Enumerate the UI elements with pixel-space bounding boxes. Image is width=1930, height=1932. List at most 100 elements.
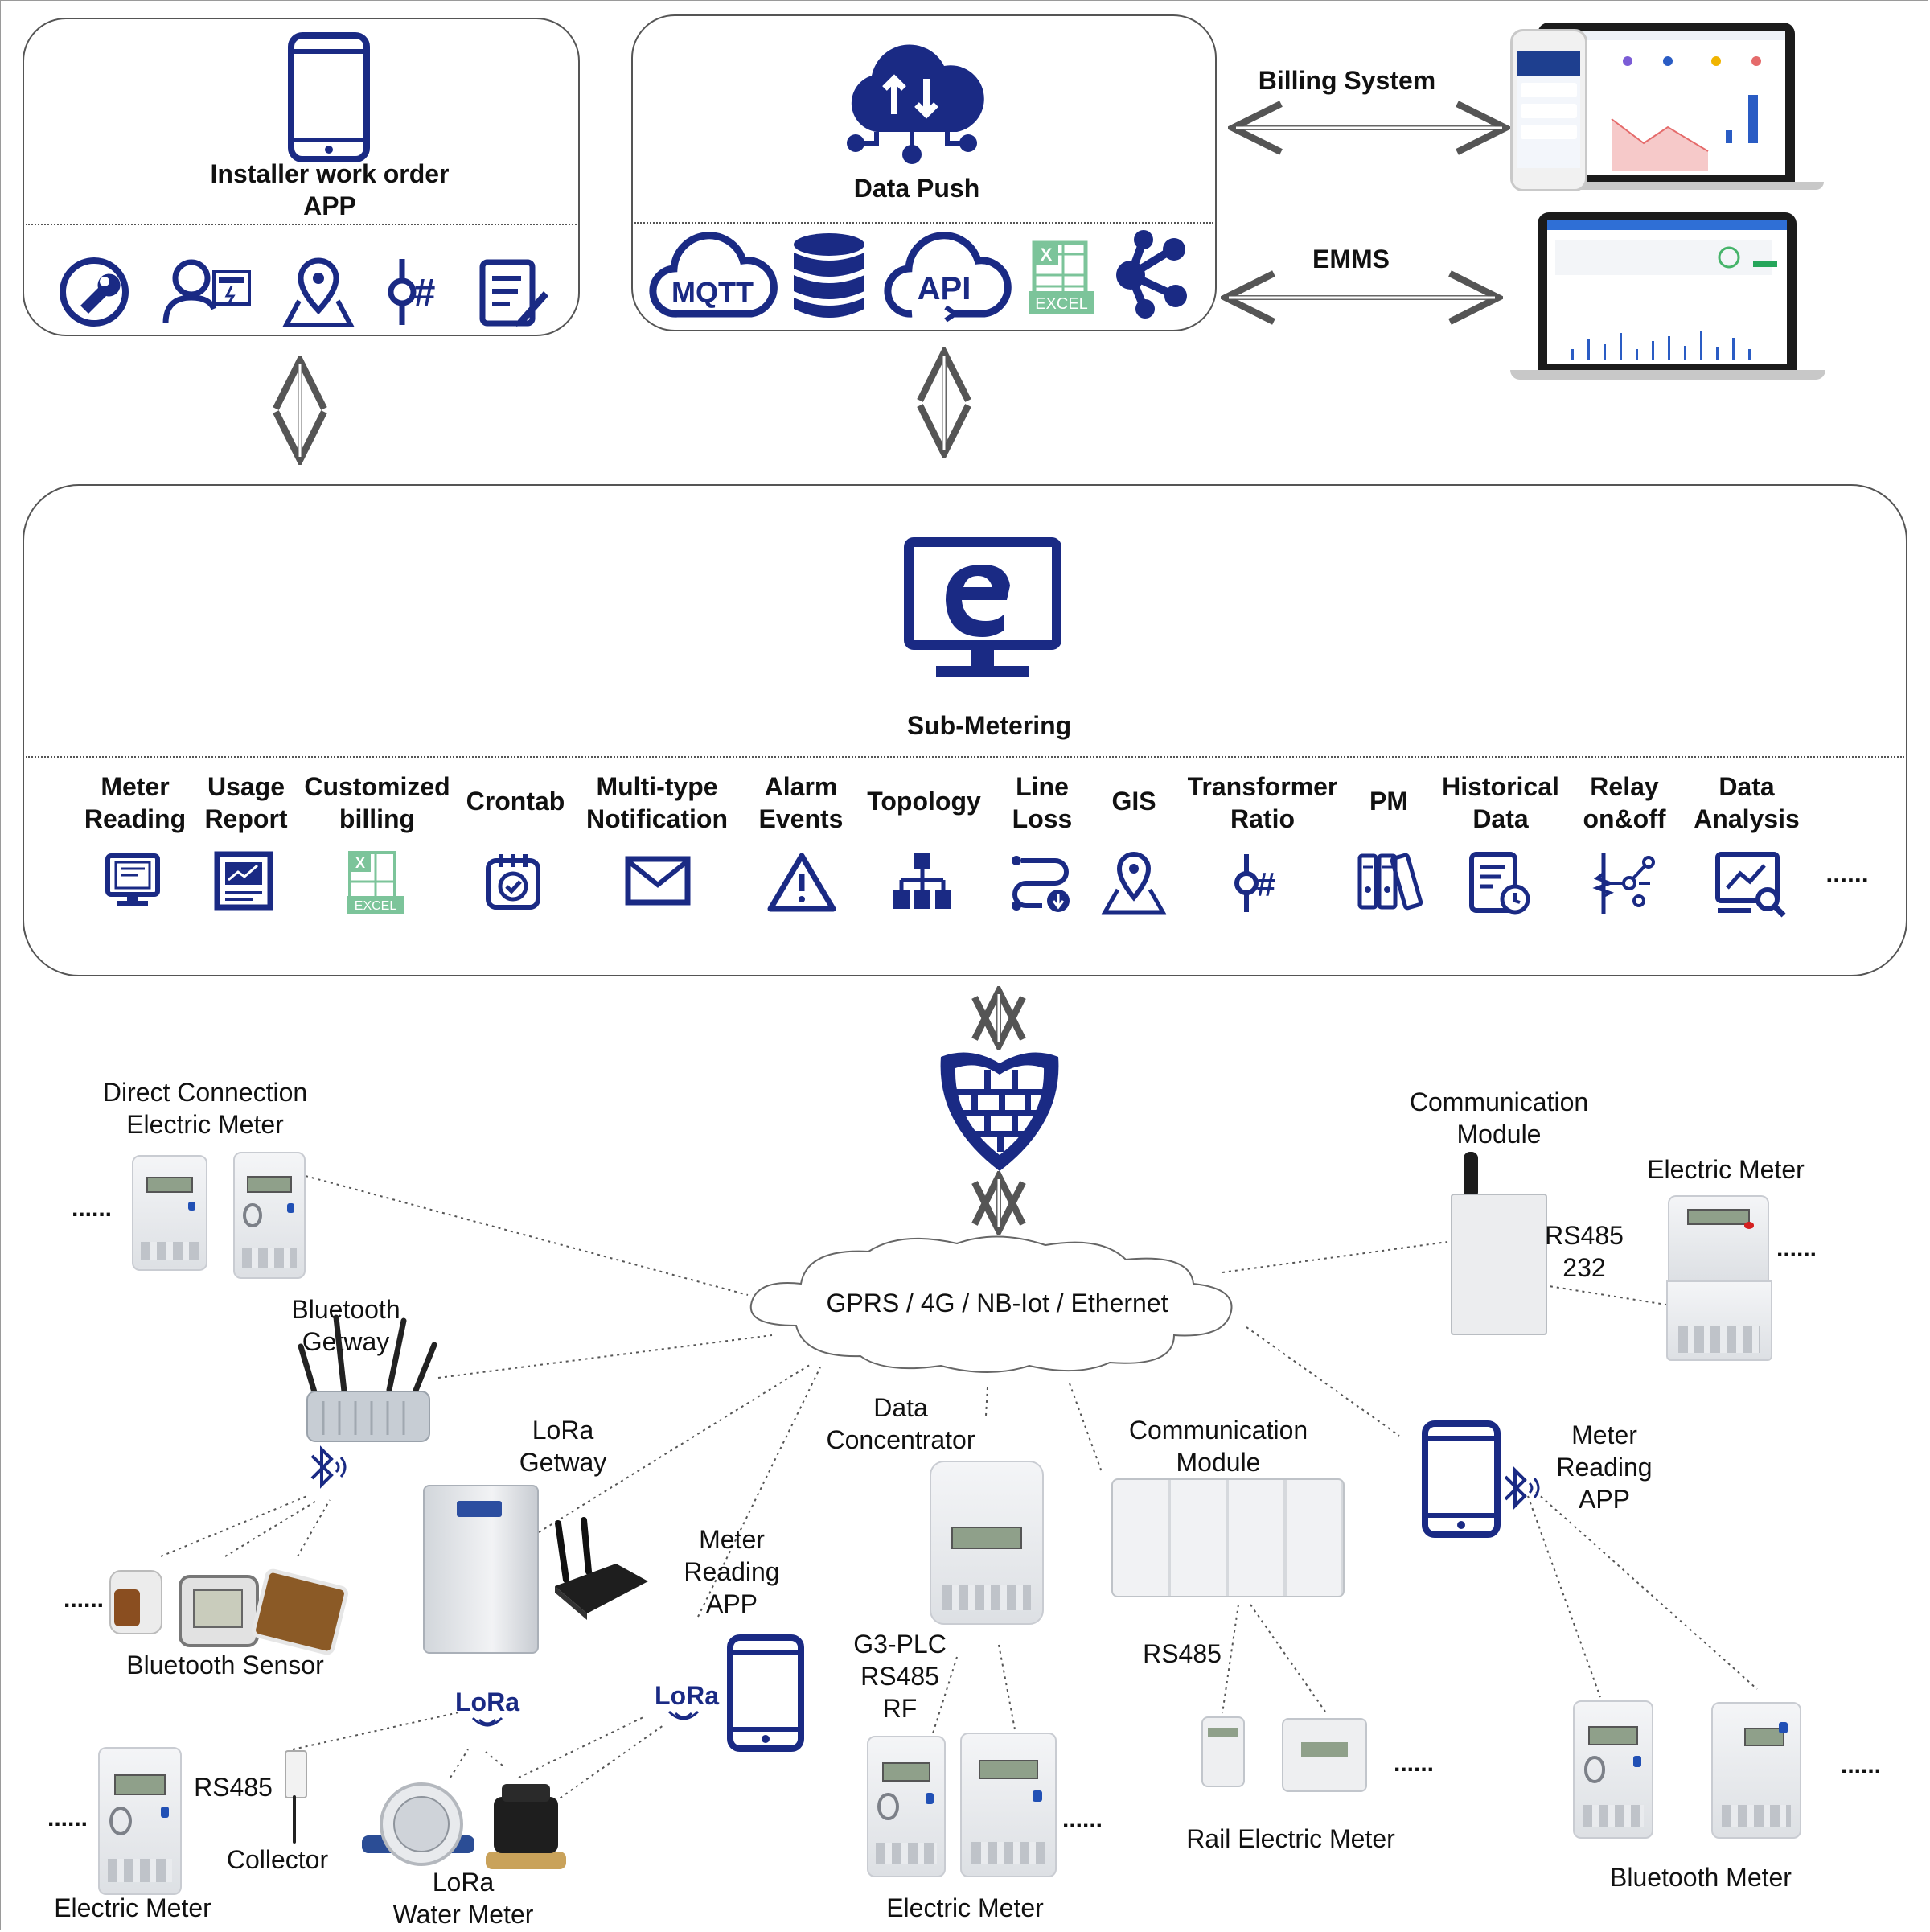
direct-meter-1-image [132,1155,207,1271]
lora-signal-left [471,1716,503,1727]
sub-metering-title: Sub-Metering [906,711,1072,740]
feature-label-0: Meter Reading [84,772,187,833]
collector-image [285,1750,307,1798]
excel-icon: X EXCEL [1029,240,1094,314]
data-push-divider [634,222,1213,224]
communication-module-right-image [1451,1194,1547,1335]
meter-reading-app-left-label: Meter Reading APP [684,1525,780,1618]
ellipsis-left-meter: ...... [47,1805,88,1831]
communication-module-right-label: Communication Module [1409,1087,1589,1149]
bluetooth-sensor-label: Bluetooth Sensor [126,1650,324,1679]
relay-icon [1592,853,1655,914]
installer-app-title: Installer work order APP [210,159,450,220]
rail-electric-meter-label: Rail Electric Meter [1186,1824,1395,1853]
data-push-title: Data Push [853,174,980,203]
direct-meter-2-image [233,1152,306,1279]
share-nodes-icon [1116,230,1187,319]
bluetooth-sensor-2-image [179,1575,259,1647]
mqtt-label: MQTT [671,276,754,309]
usage-report-icon [214,851,273,911]
feature-label-8: GIS [1111,787,1156,816]
svg-text:EXCEL: EXCEL [355,899,397,913]
rs485-center-label: RS485 [1143,1639,1222,1668]
installer-divider [26,224,577,225]
lora-water-meter-label: LoRa Water Meter [392,1868,534,1929]
ellipsis-bluetooth-meter: ...... [1840,1752,1881,1778]
bluetooth-meter-label: Bluetooth Meter [1610,1863,1792,1892]
feature-label-5: Alarm Events [758,772,844,833]
din-modules-image [1111,1478,1345,1597]
electric-meter-right-label: Electric Meter [1647,1155,1805,1184]
sub-metering-panel [23,484,1907,976]
meter-reading-app-right-label: Meter Reading APP [1556,1420,1653,1514]
topology-icon [893,853,951,909]
excel-billing-icon: X EXCEL [347,851,404,914]
feature-label-4: Multi-type Notification [586,772,728,833]
right-electric-meter-image [1668,1195,1769,1280]
edge-monitor-icon [904,537,1062,677]
phone-icon-right [1422,1420,1501,1538]
pm-binders-icon [1357,853,1423,911]
collector-label: Collector [226,1845,329,1874]
transformer-ratio-icon: # [388,259,435,325]
emms-laptop-base [1510,370,1825,380]
map-pin-icon [282,257,355,327]
mail-icon [625,856,691,906]
lora-router-image [555,1517,648,1620]
ellipsis-direct: ...... [71,1195,112,1222]
water-meter-2-image [486,1784,566,1869]
center-meter-2-image [960,1733,1057,1877]
user-meter-icon [162,259,251,324]
feature-label-7: Line Loss [1012,772,1073,833]
emms-laptop-image [1538,212,1797,372]
communication-module-center-label: Communication Module [1128,1416,1308,1477]
bluetooth-meter-2-image [1711,1702,1801,1839]
bluetooth-icon-right [1504,1466,1540,1510]
feature-label-6: Topology [867,787,981,816]
transformer-ratio-icon: # [1234,854,1275,912]
lora-gateway-label: LoRa Getway [519,1416,607,1477]
billing-system-label: Billing System [1258,66,1436,95]
network-cloud [749,1235,1233,1373]
bluetooth-icon-left [310,1445,347,1489]
ellipsis-sensor: ...... [63,1586,104,1613]
api-label: API [918,271,971,306]
ellipsis-right-meter: ...... [1776,1235,1817,1262]
phone-icon-left [727,1634,804,1752]
mqtt-cloud-icon: MQTT [649,232,778,318]
ellipsis-center-meter: ...... [1062,1807,1103,1833]
rs485-left-label: RS485 [194,1773,273,1802]
collector-cable [293,1795,296,1844]
alarm-icon [767,853,836,912]
lora-logo-left: LoRa [455,1687,519,1716]
svg-text:X: X [355,855,365,871]
data-concentrator-label: Data Concentrator [826,1393,975,1454]
edit-document-icon [479,259,548,327]
feature-more-ellipsis: ...... [1825,859,1869,888]
water-meter-1-image [362,1782,474,1866]
excel-label: EXCEL [1035,295,1088,313]
feature-label-11: Historical Data [1442,772,1559,833]
data-analysis-icon [1715,852,1786,918]
ellipsis-rail: ...... [1393,1750,1434,1777]
network-cloud-label: GPRS / 4G / NB-Iot / Ethernet [826,1289,1168,1317]
meter-reading-icon [105,853,160,906]
feature-label-10: PM [1369,787,1408,816]
historical-data-icon [1469,852,1530,915]
antenna-image [1464,1152,1478,1198]
data-concentrator-image [930,1461,1044,1625]
gis-icon [1101,851,1167,915]
billing-phone-image [1510,29,1587,191]
feature-label-12: Relay on&off [1583,772,1666,833]
rs485-232-label: RS485 232 [1545,1221,1624,1282]
bluetooth-sensor-1-image [109,1570,162,1634]
feature-label-2: Customized billing [304,772,450,833]
svg-text:#: # [1256,865,1275,903]
line-loss-icon [1012,856,1070,912]
wrench-icon [60,257,129,327]
rail-meter-1-image [1201,1716,1245,1787]
center-meter-1-image [867,1736,946,1877]
lora-gateway-cabinet-image [423,1485,539,1654]
billing-laptop-base [1513,182,1824,190]
